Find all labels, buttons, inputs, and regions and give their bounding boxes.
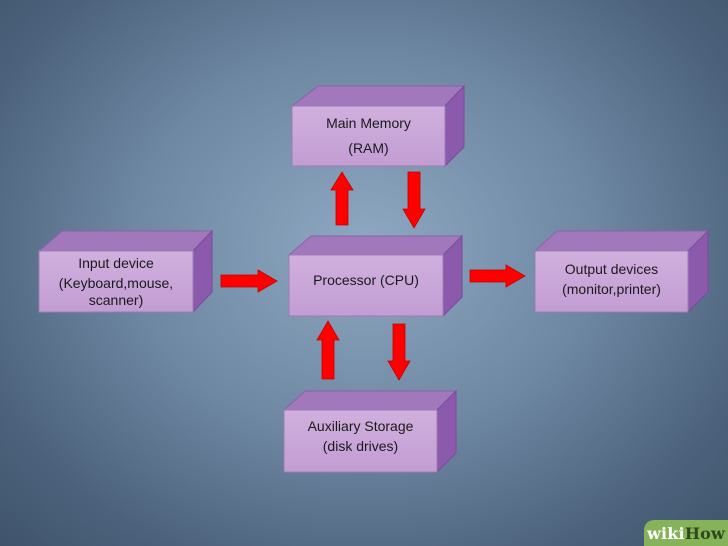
arrow-processor-to-output <box>469 264 526 288</box>
arrow-memory-to-processor <box>402 171 426 229</box>
watermark-wiki: wiki <box>647 523 685 543</box>
arrow-processor-to-storage <box>387 323 411 381</box>
arrow-processor-to-memory <box>330 171 354 226</box>
auxiliary-storage-box <box>282 389 458 474</box>
output-devices-box <box>533 229 710 314</box>
arrow-storage-to-processor <box>316 320 340 380</box>
processor-box <box>287 234 464 318</box>
watermark-how: How <box>684 523 725 543</box>
input-device-box <box>37 229 214 314</box>
main-memory-box <box>290 84 466 168</box>
arrow-input-to-processor <box>220 269 278 293</box>
